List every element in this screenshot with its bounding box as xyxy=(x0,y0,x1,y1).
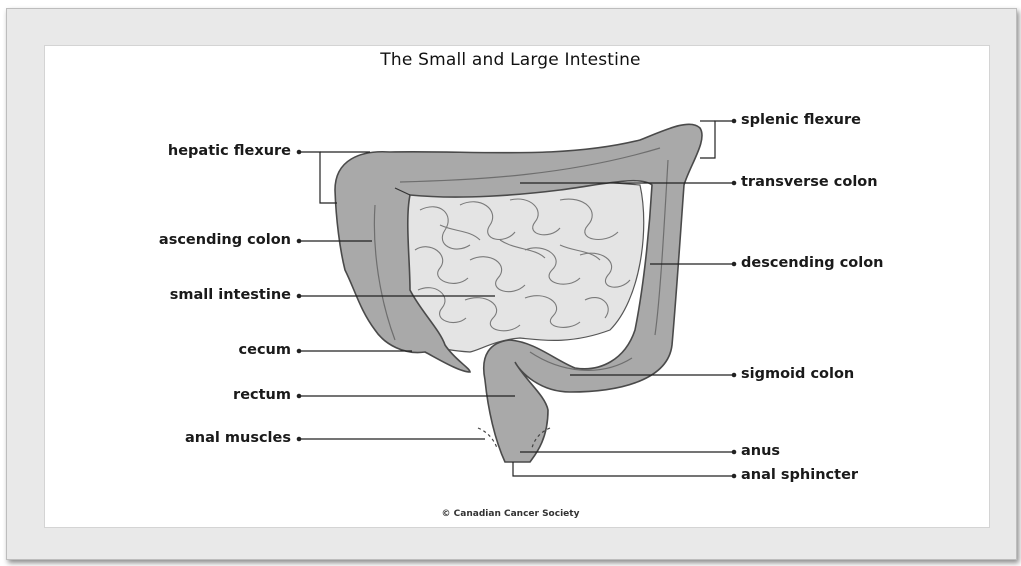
leader-dots-right xyxy=(732,119,737,479)
label-splenic-flexure: splenic flexure xyxy=(741,111,861,129)
label-anal-sphincter: anal sphincter xyxy=(741,466,858,484)
leader-dots-left xyxy=(297,150,302,442)
label-rectum: rectum xyxy=(233,386,291,404)
label-transverse-colon: transverse colon xyxy=(741,173,878,191)
label-ascending-colon: ascending colon xyxy=(159,231,291,249)
label-sigmoid-colon: sigmoid colon xyxy=(741,365,854,383)
label-anus: anus xyxy=(741,442,780,460)
small-intestine-shape xyxy=(401,179,644,352)
label-descending-colon: descending colon xyxy=(741,254,884,272)
copyright-credit: © Canadian Cancer Society xyxy=(0,509,1021,519)
label-hepatic-flexure: hepatic flexure xyxy=(168,142,291,160)
label-small-intestine: small intestine xyxy=(170,286,291,304)
label-cecum: cecum xyxy=(239,341,291,359)
label-anal-muscles: anal muscles xyxy=(185,429,291,447)
